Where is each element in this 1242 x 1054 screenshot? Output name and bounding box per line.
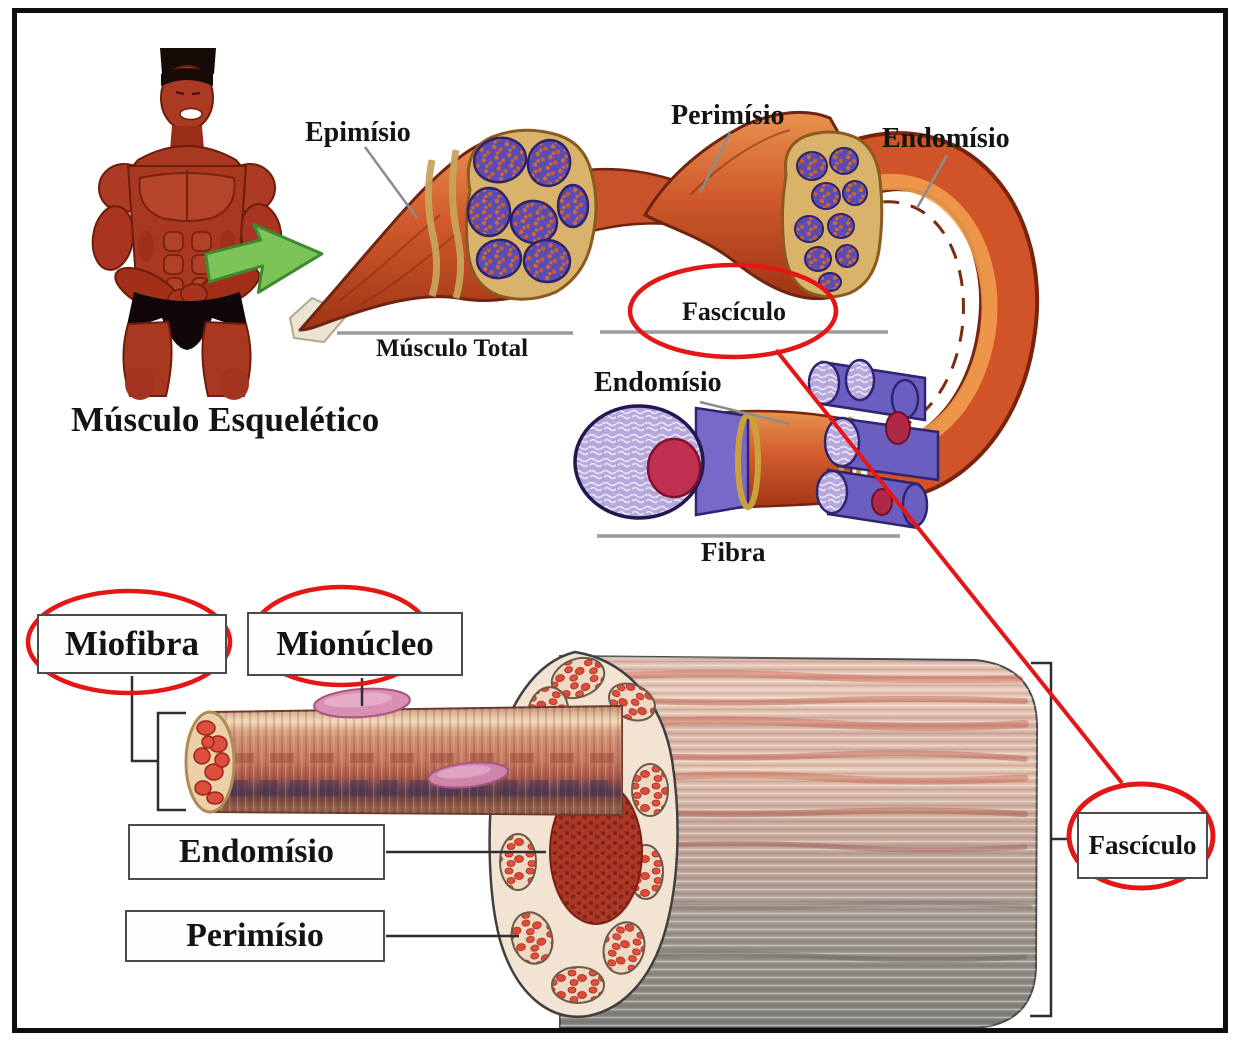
label-fasciculo-right: Fascículo bbox=[1088, 830, 1197, 860]
label-box-perimisio-bottom: Perimísio bbox=[125, 910, 385, 962]
annotation-ellipse-fasciculo-right bbox=[1066, 781, 1216, 891]
fiber-illustration bbox=[573, 358, 940, 530]
myofiber-rod-illustration bbox=[184, 687, 623, 817]
green-arrow-icon bbox=[204, 223, 324, 294]
label-box-endomisio-bottom: Endomísio bbox=[128, 824, 385, 880]
fiber-bundle-cluster bbox=[807, 358, 940, 530]
fascicle-cylinder-illustration bbox=[488, 650, 1039, 1029]
label-box-fasciculo-right: Fascículo bbox=[1077, 812, 1208, 879]
connector-lines bbox=[130, 661, 1070, 1018]
label-box-mionucleo: Mionúcleo bbox=[247, 612, 463, 676]
section-underlines bbox=[337, 330, 900, 538]
label-box-miofibra: Miofibra bbox=[37, 614, 227, 674]
annotation-ellipse-fasciculo-top bbox=[627, 262, 839, 360]
label-mionucleo: Mionúcleo bbox=[276, 624, 434, 663]
label-epimisio: Epimísio bbox=[305, 117, 411, 148]
label-musculo-esqueletico: Músculo Esquelético bbox=[71, 400, 380, 439]
label-endomisio-mid: Endomísio bbox=[594, 367, 722, 398]
label-musculo-total: Músculo Total bbox=[376, 335, 529, 362]
label-endomisio-top: Endomísio bbox=[882, 123, 1010, 154]
label-perimisio-top: Perimísio bbox=[671, 100, 785, 131]
annotation-ellipse-miofibra bbox=[25, 588, 233, 696]
label-fibra: Fibra bbox=[701, 537, 766, 567]
myofibril-dots bbox=[193, 720, 230, 805]
label-miofibra: Miofibra bbox=[64, 624, 200, 663]
bodybuilder-illustration bbox=[91, 48, 283, 400]
fascicle-cross-sections bbox=[466, 136, 590, 284]
pointer-lines bbox=[363, 132, 949, 426]
annotation-line-fasciculo bbox=[774, 348, 1124, 785]
label-fasciculo-top: Fascículo bbox=[682, 297, 786, 326]
fascicle-cross-sections-small bbox=[794, 147, 868, 292]
whole-muscle-illustration bbox=[288, 128, 708, 344]
label-perimisio-bottom: Perimísio bbox=[186, 917, 324, 954]
label-endomisio-bottom: Endomísio bbox=[179, 833, 334, 870]
